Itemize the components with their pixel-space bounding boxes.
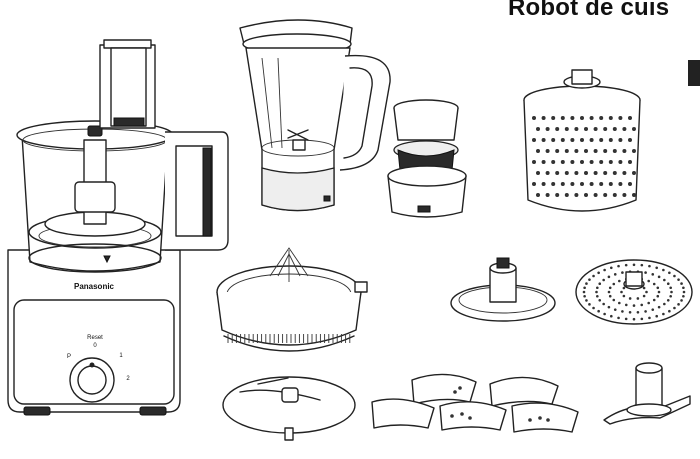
dial-label-two: 2 [126, 376, 130, 382]
page-title: Robot de cuis [508, 0, 670, 21]
cropped-edge-mark [688, 60, 700, 86]
brand-label: Panasonic [74, 282, 115, 291]
chopping-blades [371, 373, 579, 433]
speed-dial[interactable] [69, 357, 115, 403]
juicer-strainer-basket [523, 69, 641, 212]
mini-grinder [387, 99, 467, 218]
food-processor: Panasonic Reset 0 P 1 2 [7, 39, 229, 416]
dial-label-pulse: P [67, 354, 71, 360]
dial-label-zero: 0 [93, 343, 97, 349]
s-blade [603, 362, 691, 425]
disc-holder [450, 257, 556, 322]
grater-disc [575, 259, 693, 325]
citrus-juicer [216, 247, 368, 352]
slicing-disc [222, 376, 356, 441]
blender-jug [239, 19, 391, 212]
dial-label-one: 1 [119, 353, 123, 359]
dial-label-reset: Reset [87, 335, 103, 341]
